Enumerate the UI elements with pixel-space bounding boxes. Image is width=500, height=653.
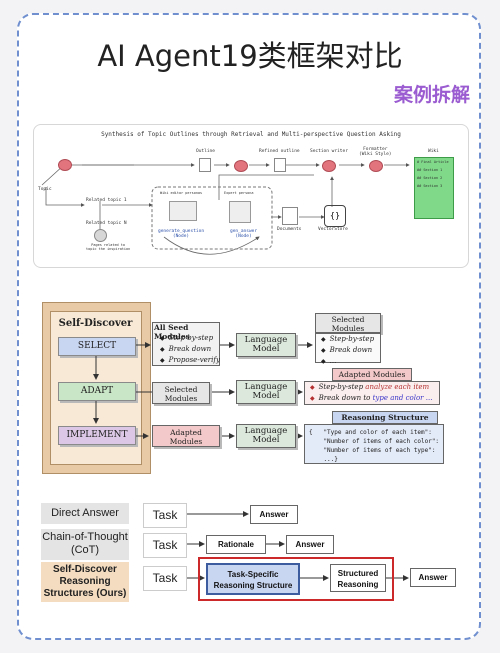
llm-brain-icon (58, 159, 72, 171)
pages-caption: Pages related to topic the inspiration (86, 243, 131, 251)
selected-module-item: ◆Step-by-step (321, 335, 375, 343)
task-specific-structure-box: Task-Specific Reasoning Structure (206, 563, 300, 595)
reasoning-structure-header: Reasoning Structure (332, 411, 438, 424)
ours-highlight-frame (198, 557, 394, 601)
selected-module-item: ◆Break down (321, 346, 373, 354)
vectorstore-icon: {} (324, 205, 346, 227)
stage-select: SELECT (58, 337, 136, 356)
selected-module-item: ◆... (321, 357, 337, 365)
wiki-label: Wiki (428, 149, 439, 154)
adapted-modules-header: Adapted Modules (332, 368, 412, 381)
wiki-editor-label: Wiki editor personas (160, 191, 203, 195)
selected-modules-header: Selected Modules (315, 313, 381, 333)
selected-modules-input: Selected Modules (152, 382, 210, 404)
seed-module-item: ◆Break down (160, 345, 212, 353)
page-subtitle: 案例拆解 (393, 84, 470, 106)
method-self-discover: Self-Discover Reasoning Structures (Ours… (41, 562, 129, 602)
seed-module-item: ◆Step-by-step (160, 334, 214, 342)
answer-box-cot: Answer (286, 535, 334, 554)
outline-doc-icon (199, 158, 211, 172)
refined-outline-doc-icon (274, 158, 286, 172)
related-topic-n-label: Related topic N (86, 221, 127, 226)
adapted-modules-input: Adapted Modules (152, 425, 220, 447)
stage-implement: IMPLEMENT (58, 426, 136, 445)
formatter-brain-icon (369, 160, 383, 172)
refined-outline-label: Refined outline (259, 149, 300, 154)
vectorstore-label: VectorStore (318, 227, 348, 232)
wiki-heading-1: # Final Article (417, 160, 449, 164)
seed-modules-title: All Seed Modules (154, 323, 190, 341)
related-topic-1-label: Related topic 1 (86, 198, 127, 203)
language-model-implement: Language Model (236, 424, 296, 448)
selected-modules-box: ◆Step-by-step ◆Break down ◆... (315, 333, 381, 365)
expert-persona-label: Expert persona (224, 191, 254, 195)
documents-icon (282, 207, 298, 225)
topic-label: Topic (38, 187, 52, 192)
section-writer-label: Section writer (310, 149, 348, 154)
storm-title: Synthesis of Topic Outlines through Retr… (101, 131, 401, 138)
answer-box-ours: Answer (410, 568, 456, 587)
outline-label: Outline (196, 149, 215, 154)
language-model-select: Language Model (236, 333, 296, 357)
formatter-label: Formatter (Wiki Style) (359, 147, 392, 157)
seed-modules-list: ◆Step-by-step ◆Break down ◆Propose-verif… (160, 333, 220, 366)
generate-question-node: generate_question (Node) (158, 229, 205, 239)
self-discover-title: Self-Discover (58, 318, 133, 329)
method-cot: Chain-of-Thought (CoT) (41, 529, 129, 560)
structured-reasoning-box: Structured Reasoning (330, 564, 386, 592)
task-box-ours: Task (143, 566, 187, 591)
adapted-modules-box: ◆Step-by-step analyze each item ◆Break d… (304, 381, 440, 405)
stage-adapt: ADAPT (58, 382, 136, 401)
seed-modules-box (152, 322, 220, 366)
storm-arrows (41, 163, 410, 255)
wiki-article-card: # Final Article ## Section 1 ## Section … (414, 157, 454, 219)
wikipedia-globe-icon (94, 229, 107, 242)
refine-brain-icon (234, 160, 248, 172)
rationale-box: Rationale (206, 535, 266, 554)
expert-persona-icon (229, 201, 251, 223)
section-writer-brain-icon (322, 160, 336, 172)
wiki-heading-2: ## Section 1 (417, 168, 443, 172)
language-model-adapt: Language Model (236, 380, 296, 404)
method-direct-answer: Direct Answer (41, 503, 129, 524)
storm-diagram: Synthesis of Topic Outlines through Retr… (33, 124, 469, 268)
page-title: AI Agent19类框架对比 (97, 39, 403, 73)
task-box-direct: Task (143, 503, 187, 528)
editor-personas-icon (169, 201, 197, 221)
wiki-heading-4: ## Section 3 (417, 184, 443, 188)
seed-module-item: ◆Propose-verify (160, 356, 220, 364)
documents-label: Documents (277, 227, 302, 232)
gen-answer-node: gen_answer (Node) (230, 229, 258, 239)
adapted-item: ◆Break down to type and color ... (310, 394, 433, 402)
reasoning-structure-code: { "Type and color of each item": "Number… (309, 429, 440, 463)
adapted-item: ◆Step-by-step analyze each item (310, 383, 430, 391)
task-box-cot: Task (143, 533, 187, 558)
reasoning-structure-box: { "Type and color of each item": "Number… (304, 424, 444, 464)
answer-box-direct: Answer (250, 505, 298, 524)
wiki-heading-3: ## Section 2 (417, 176, 443, 180)
